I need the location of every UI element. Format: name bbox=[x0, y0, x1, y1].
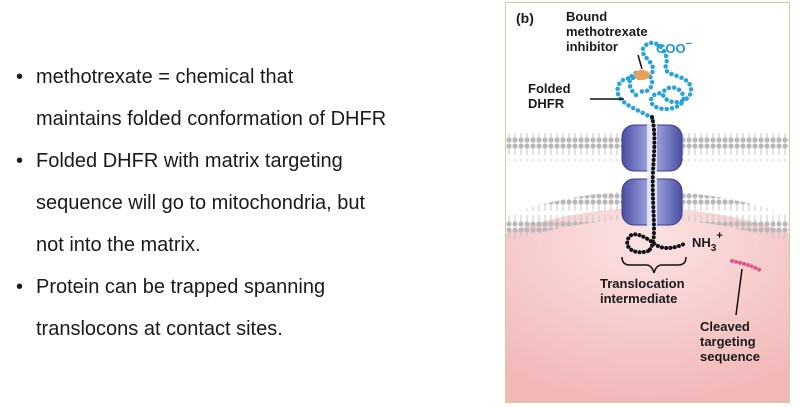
translocation-brace bbox=[621, 256, 687, 274]
polypeptide-chain bbox=[625, 115, 688, 255]
figure-canvas: (b) Bound methotrexate inhibitor COO− Fo… bbox=[506, 9, 789, 402]
folded-dhfr bbox=[615, 40, 694, 121]
bullet-line: sequence will go to mitochondria, but bbox=[36, 192, 366, 214]
matrix-region bbox=[506, 208, 789, 402]
cleaved-label-line: Cleaved bbox=[700, 319, 750, 334]
cleaved-targeting-sequence bbox=[730, 259, 764, 273]
translocation-label-line: intermediate bbox=[600, 291, 677, 306]
bullet-item: Folded DHFR with matrix targeting sequen… bbox=[16, 140, 486, 266]
bullet-line: not into the matrix. bbox=[36, 234, 201, 256]
bullet-item: Protein can be trapped spanning transloc… bbox=[16, 266, 486, 350]
panel-label: (b) bbox=[516, 10, 534, 26]
bound-label-line: inhibitor bbox=[566, 39, 618, 54]
bullet-line: Folded DHFR with matrix targeting bbox=[36, 150, 343, 172]
methotrexate-inhibitor bbox=[634, 70, 650, 80]
bullet-line: translocons at contact sites. bbox=[36, 318, 283, 340]
nh3-label: NH3+ bbox=[692, 230, 723, 254]
cleaved-label-line: sequence bbox=[700, 349, 760, 364]
bullet-list: methotrexate = chemical that maintains f… bbox=[16, 56, 486, 350]
cleaved-label-line: targeting bbox=[700, 334, 756, 349]
cleaved-leader-line bbox=[735, 268, 743, 316]
bullet-line: methotrexate = chemical that bbox=[36, 66, 294, 88]
coo-label: COO− bbox=[656, 38, 692, 56]
bound-label-line: methotrexate bbox=[566, 24, 648, 39]
folded-label-line: DHFR bbox=[528, 96, 565, 111]
bullet-item: methotrexate = chemical that maintains f… bbox=[16, 56, 486, 140]
bullet-line: maintains folded conformation of DHFR bbox=[36, 108, 387, 130]
bullet-line: Protein can be trapped spanning bbox=[36, 276, 326, 298]
bound-label-line: Bound bbox=[566, 9, 607, 24]
translocation-label-line: Translocation bbox=[600, 276, 685, 291]
folded-label-line: Folded bbox=[528, 81, 571, 96]
bound-leader-line bbox=[637, 54, 643, 70]
dhfr-translocation-figure: (b) Bound methotrexate inhibitor COO− Fo… bbox=[505, 2, 790, 403]
